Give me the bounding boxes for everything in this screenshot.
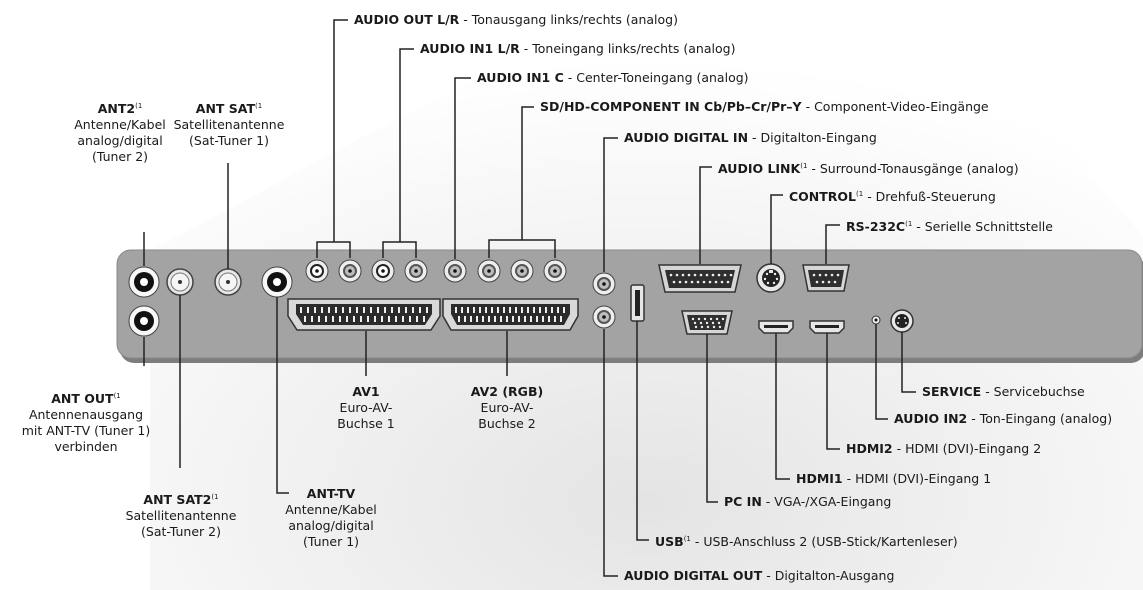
label-audio-in1-lr: AUDIO IN1 L/R - Toneingang links/rechts … [420, 41, 736, 56]
service-mini-din [890, 309, 914, 333]
label-component-in: SD/HD-COMPONENT IN Cb/Pb–Cr/Pr–Y - Compo… [540, 99, 989, 114]
rs232c-connector [802, 264, 850, 292]
label-ant-sat2: ANT SAT2(1 Satellitenantenne (Sat-Tuner … [125, 492, 237, 540]
rca-jack-component-cb [477, 259, 501, 283]
hdmi1-port [758, 320, 794, 334]
footnote-mark: (1 [211, 493, 219, 501]
footnote-mark: (1 [800, 162, 808, 170]
ant-out-jack [128, 305, 160, 337]
leader-lines [143, 19, 916, 577]
scart-av2 [442, 298, 579, 331]
label-audio-in1-c: AUDIO IN1 C - Center-Toneingang (analog) [477, 70, 749, 85]
label-usb: USB(1 - USB-Anschluss 2 (USB-Stick/Karte… [655, 534, 958, 550]
hdmi2-port [809, 320, 845, 334]
ant2-jack [128, 266, 160, 298]
scart-av1 [287, 298, 441, 331]
label-audio-digital-in: AUDIO DIGITAL IN - Digitalton-Eingang [624, 130, 877, 145]
pc-in-vga-connector [681, 310, 733, 335]
label-ant-tv: ANT-TV Antenne/Kabel analog/digital (Tun… [285, 486, 377, 549]
rca-jack-audio-digital-out [592, 305, 616, 329]
audio-link-connector [658, 264, 742, 293]
footnote-mark: (1 [856, 190, 864, 198]
label-hdmi1: HDMI1 - HDMI (DVI)-Eingang 1 [796, 471, 992, 486]
label-rs232c: RS-232C(1 - Serielle Schnittstelle [846, 219, 1053, 235]
label-ant-out: ANT OUT(1 Antennenausgang mit ANT-TV (Tu… [21, 391, 151, 455]
footnote-mark: (1 [135, 102, 143, 110]
rca-jack-audio-in1-l [371, 259, 395, 283]
ant-sat-jack [214, 268, 242, 296]
footnote-mark: (1 [905, 220, 913, 228]
rca-jack-component-cr [510, 259, 534, 283]
label-audio-in2: AUDIO IN2 - Ton-Eingang (analog) [894, 411, 1113, 426]
control-mini-din [756, 263, 786, 293]
label-pc-in: PC IN - VGA-/XGA-Eingang [724, 494, 892, 509]
label-ant2: ANT2(1 Antenne/Kabel analog/digital (Tun… [74, 101, 166, 165]
label-av1: AV1 Euro-AV- Buchse 1 [337, 384, 395, 431]
rca-jack-audio-digital-in [592, 272, 616, 296]
rca-jack-audio-in1-c [443, 259, 467, 283]
ant-sat2-jack [166, 268, 194, 296]
footnote-mark: (1 [255, 102, 263, 110]
label-control: CONTROL(1 - Drehfuß-Steuerung [789, 189, 996, 205]
audio-in2-jack [871, 315, 881, 325]
label-ant-sat: ANT SAT(1 Satellitenantenne (Sat-Tuner 1… [173, 101, 285, 149]
rca-jack-audio-out-r [338, 259, 362, 283]
label-av2: AV2 (RGB) Euro-AV- Buchse 2 [470, 384, 544, 431]
label-audio-out-lr: AUDIO OUT L/R - Tonausgang links/rechts … [354, 12, 678, 27]
label-audio-link: AUDIO LINK(1 - Surround-Tonausgänge (ana… [718, 161, 1019, 177]
rca-jack-component-y [543, 259, 567, 283]
usb-port [630, 284, 645, 322]
label-service: SERVICE - Servicebuchse [922, 384, 1085, 399]
footnote-mark: (1 [113, 392, 121, 400]
rca-jack-audio-out-l [305, 259, 329, 283]
label-hdmi2: HDMI2 - HDMI (DVI)-Eingang 2 [846, 441, 1042, 456]
footnote-mark: (1 [683, 535, 691, 543]
label-audio-digital-out: AUDIO DIGITAL OUT - Digitalton-Ausgang [624, 568, 895, 583]
rca-jack-audio-in1-r [404, 259, 428, 283]
ant-tv-jack [261, 266, 293, 298]
connector-panel [116, 249, 1143, 359]
